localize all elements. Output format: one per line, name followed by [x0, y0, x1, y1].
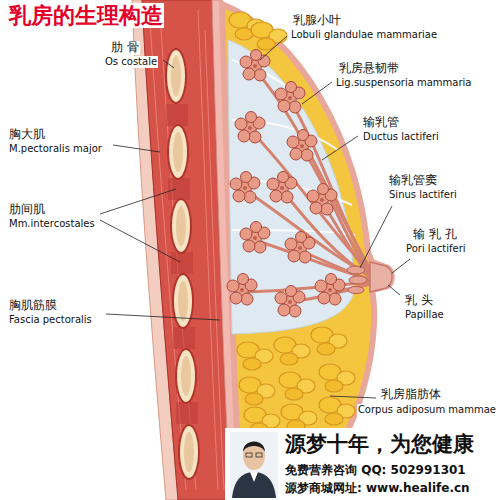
diagram-title: 乳房的生理构造: [8, 3, 164, 28]
watermark: 源梦商城网址: www.healife.cn: [284, 482, 471, 496]
watermark: 免费营养咨询 QQ: 502991301: [284, 464, 467, 478]
latin-label: Sinus lactiferi: [388, 189, 458, 201]
part-label: 乳房悬韧带: [338, 62, 400, 76]
latin-label: Ductus lactiferi: [362, 131, 440, 143]
part-label: 乳腺小叶: [292, 14, 342, 28]
part-label: 输乳管窦: [388, 174, 438, 188]
part-label: 输乳管: [362, 116, 400, 130]
latin-label: M.pectoralis major: [8, 143, 103, 155]
latin-label: Lobuli glandulae mammariae: [290, 29, 438, 41]
latin-label: Os costale: [104, 56, 158, 68]
part-label: 肋间肌: [8, 203, 46, 217]
part-label: 胸大肌: [8, 128, 46, 142]
watermark: 源梦十年，为您健康: [284, 432, 475, 456]
latin-label: Papillae: [404, 309, 445, 321]
part-label: 乳房脂肪体: [380, 388, 442, 402]
part-label: 乳 头: [404, 294, 434, 308]
latin-label: Corpus adiposum mammae: [357, 404, 497, 416]
part-label: 肋 骨: [110, 41, 140, 55]
part-label: 胸肌筋膜: [8, 299, 58, 313]
portrait: [230, 432, 278, 498]
latin-label: Lig.suspensoria mammaria: [335, 77, 473, 89]
part-label: 输 乳 孔: [412, 228, 458, 242]
latin-label: Fascia pectoralis: [8, 314, 93, 326]
latin-label: Pori lactiferi: [405, 243, 467, 255]
latin-label: Mm.intercostales: [8, 218, 96, 230]
